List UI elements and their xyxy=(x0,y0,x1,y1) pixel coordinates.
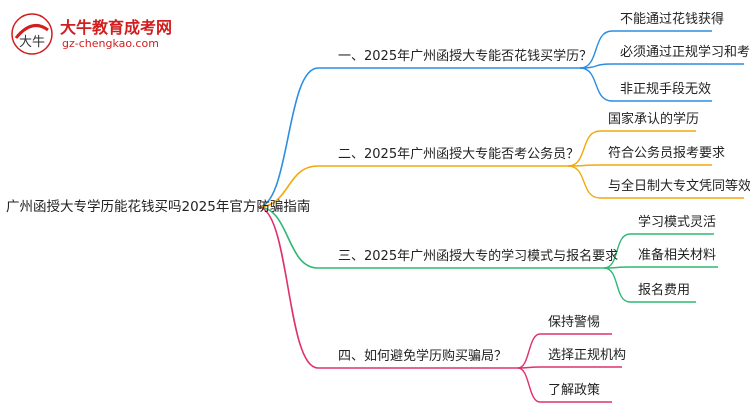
leaf-2-2: 符合公务员报考要求 xyxy=(608,146,726,161)
leaf-1-1: 不能通过花钱获得 xyxy=(620,12,725,27)
leaf-3-1: 学习模式灵活 xyxy=(638,215,717,230)
leaf-connector-2-1 xyxy=(567,130,696,167)
leaf-4-2: 选择正规机构 xyxy=(548,348,627,363)
leaf-2-3: 与全日制大专文凭同等效力 xyxy=(608,179,750,194)
leaf-connector-2-3 xyxy=(567,165,744,199)
leaf-3-2: 准备相关材料 xyxy=(638,248,717,263)
logo-mark-icon: 大牛 xyxy=(11,13,53,55)
leaf-4-1: 保持警惕 xyxy=(548,315,601,330)
branch-label-4: 四、如何避免学历购买骗局？ xyxy=(338,349,508,364)
root-connector-2 xyxy=(257,165,319,208)
leaf-connector-1-3 xyxy=(579,67,712,102)
leaf-3-3: 报名费用 xyxy=(638,283,691,298)
site-logo[interactable]: 大牛 大牛教育成考网 gz-chengkao.com xyxy=(10,10,190,56)
branch-label-1: 一、2025年广州函授大专能否花钱买学历？ xyxy=(338,49,593,64)
leaf-1-2: 必须通过正规学习和考试 xyxy=(620,45,750,60)
root-connector-1 xyxy=(257,67,319,208)
branch-label-3: 三、2025年广州函授大专的学习模式与报名要求 xyxy=(338,249,619,264)
leaf-connector-1-1 xyxy=(579,30,712,69)
leaf-connector-4-1 xyxy=(517,333,612,369)
leaf-connector-1-2 xyxy=(579,63,744,69)
logo-mark-text: 大牛 xyxy=(19,35,45,50)
leaf-connector-3-1 xyxy=(603,233,714,269)
root-connector-4 xyxy=(257,206,319,369)
logo-url: gz-chengkao.com xyxy=(62,37,159,50)
leaf-connector-3-3 xyxy=(603,267,696,303)
leaf-connector-3-2 xyxy=(603,266,718,269)
leaf-connector-4-3 xyxy=(517,367,612,403)
root-connector-3 xyxy=(257,206,319,269)
logo-title: 大牛教育成考网 xyxy=(60,18,173,37)
leaf-1-3: 非正规手段无效 xyxy=(620,82,712,97)
leaf-2-1: 国家承认的学历 xyxy=(608,112,700,127)
root-topic: 广州函授大专学历能花钱买吗2025年官方防骗指南 xyxy=(6,199,311,215)
leaf-connector-4-2 xyxy=(517,366,622,369)
leaf-4-3: 了解政策 xyxy=(548,383,601,398)
branch-label-2: 二、2025年广州函授大专能否考公务员？ xyxy=(338,147,580,162)
leaf-connector-2-2 xyxy=(567,164,712,167)
